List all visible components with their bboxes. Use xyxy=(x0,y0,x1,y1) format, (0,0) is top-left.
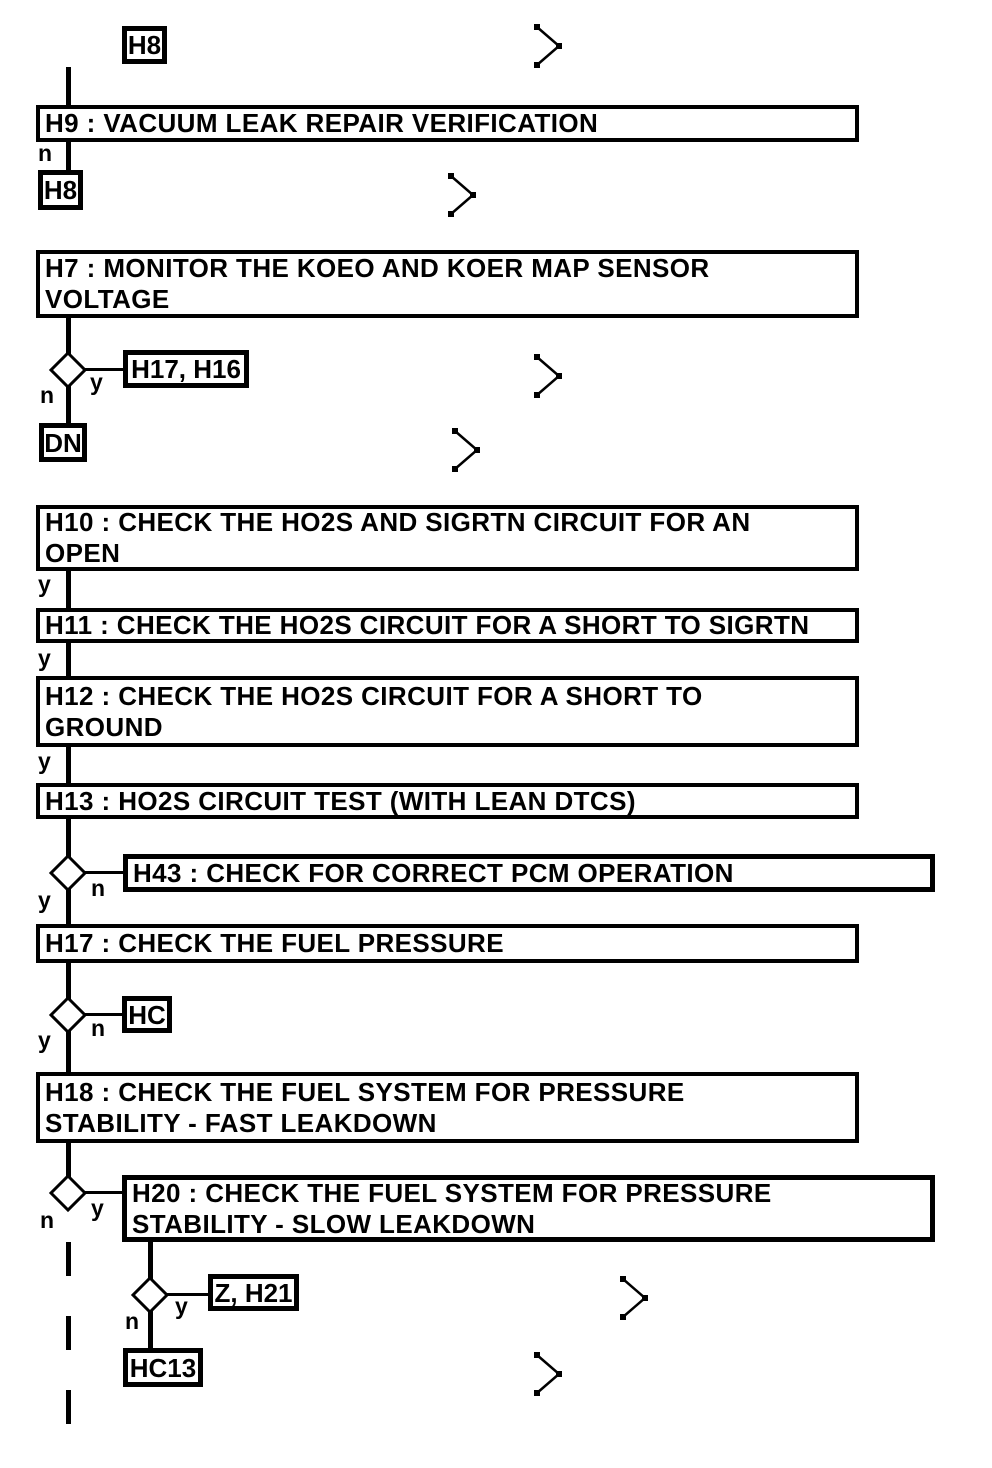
branch-label-y: y xyxy=(175,1293,188,1319)
continuation-chevron-icon xyxy=(533,353,563,399)
connector-line-dashed xyxy=(66,1242,71,1428)
connector-line xyxy=(84,871,124,874)
branch-label-y: y xyxy=(90,369,103,395)
connector-line xyxy=(84,1191,123,1194)
continuation-chevron-icon xyxy=(451,427,481,473)
branch-label-y: y xyxy=(91,1195,104,1221)
ref-box-h17-h16[interactable]: H17, H16 xyxy=(123,350,249,388)
connector-line xyxy=(66,317,71,355)
decision-diamond-after-h17 xyxy=(48,995,88,1035)
branch-label-n: n xyxy=(91,875,106,901)
branch-label-y: y xyxy=(38,645,51,671)
connector-line xyxy=(66,1030,71,1073)
connector-line xyxy=(66,962,71,1000)
connector-line xyxy=(148,1241,153,1280)
branch-label-y: y xyxy=(38,748,51,774)
branch-label-n: n xyxy=(125,1308,140,1334)
branch-label-n: n xyxy=(38,140,53,166)
connector-line xyxy=(66,642,71,677)
step-box-h43[interactable]: H43 : CHECK FOR CORRECT PCM OPERATION xyxy=(123,854,935,892)
connector-line xyxy=(66,818,71,858)
ref-box-h8-top[interactable]: H8 xyxy=(122,26,167,64)
ref-box-z-h21[interactable]: Z, H21 xyxy=(208,1274,299,1311)
continuation-chevron-icon xyxy=(533,23,563,69)
connector-line xyxy=(148,1310,153,1349)
step-box-h20[interactable]: H20 : CHECK THE FUEL SYSTEM FOR PRESSURE… xyxy=(122,1175,935,1242)
connector-line xyxy=(66,1142,71,1178)
branch-label-y: y xyxy=(38,887,51,913)
decision-diamond-after-h18 xyxy=(48,1173,88,1213)
step-box-h10[interactable]: H10 : CHECK THE HO2S AND SIGRTN CIRCUIT … xyxy=(36,505,859,571)
branch-label-y: y xyxy=(38,571,51,597)
connector-line xyxy=(66,385,71,424)
connector-line xyxy=(166,1293,209,1296)
decision-diamond-after-h13 xyxy=(48,853,88,893)
branch-label-y: y xyxy=(38,1027,51,1053)
step-box-h7[interactable]: H7 : MONITOR THE KOEO AND KOER MAP SENSO… xyxy=(36,250,859,318)
connector-line xyxy=(66,141,71,171)
ref-box-dn[interactable]: DN xyxy=(39,423,87,462)
step-box-h9[interactable]: H9 : VACUUM LEAK REPAIR VERIFICATION xyxy=(36,105,859,142)
continuation-chevron-icon xyxy=(619,1275,649,1321)
connector-line xyxy=(66,746,71,784)
connector-line xyxy=(66,67,71,106)
branch-label-n: n xyxy=(91,1015,106,1041)
branch-label-n: n xyxy=(40,382,55,408)
step-box-h11[interactable]: H11 : CHECK THE HO2S CIRCUIT FOR A SHORT… xyxy=(36,608,859,643)
step-box-h12[interactable]: H12 : CHECK THE HO2S CIRCUIT FOR A SHORT… xyxy=(36,676,859,747)
step-box-h17[interactable]: H17 : CHECK THE FUEL PRESSURE xyxy=(36,924,859,963)
step-box-h18[interactable]: H18 : CHECK THE FUEL SYSTEM FOR PRESSURE… xyxy=(36,1072,859,1143)
ref-box-hc13[interactable]: HC13 xyxy=(123,1348,203,1387)
connector-line xyxy=(66,570,71,609)
decision-diamond-after-h7 xyxy=(48,350,88,390)
connector-line xyxy=(84,1013,123,1016)
ref-box-hc[interactable]: HC xyxy=(122,996,172,1033)
ref-box-h8[interactable]: H8 xyxy=(38,170,83,210)
decision-diamond-after-h20 xyxy=(130,1275,170,1315)
continuation-chevron-icon xyxy=(447,172,477,218)
connector-line xyxy=(84,368,124,371)
continuation-chevron-icon xyxy=(533,1351,563,1397)
branch-label-n: n xyxy=(40,1207,55,1233)
connector-line xyxy=(66,888,71,925)
step-box-h13[interactable]: H13 : HO2S CIRCUIT TEST (WITH LEAN DTCS) xyxy=(36,783,859,819)
